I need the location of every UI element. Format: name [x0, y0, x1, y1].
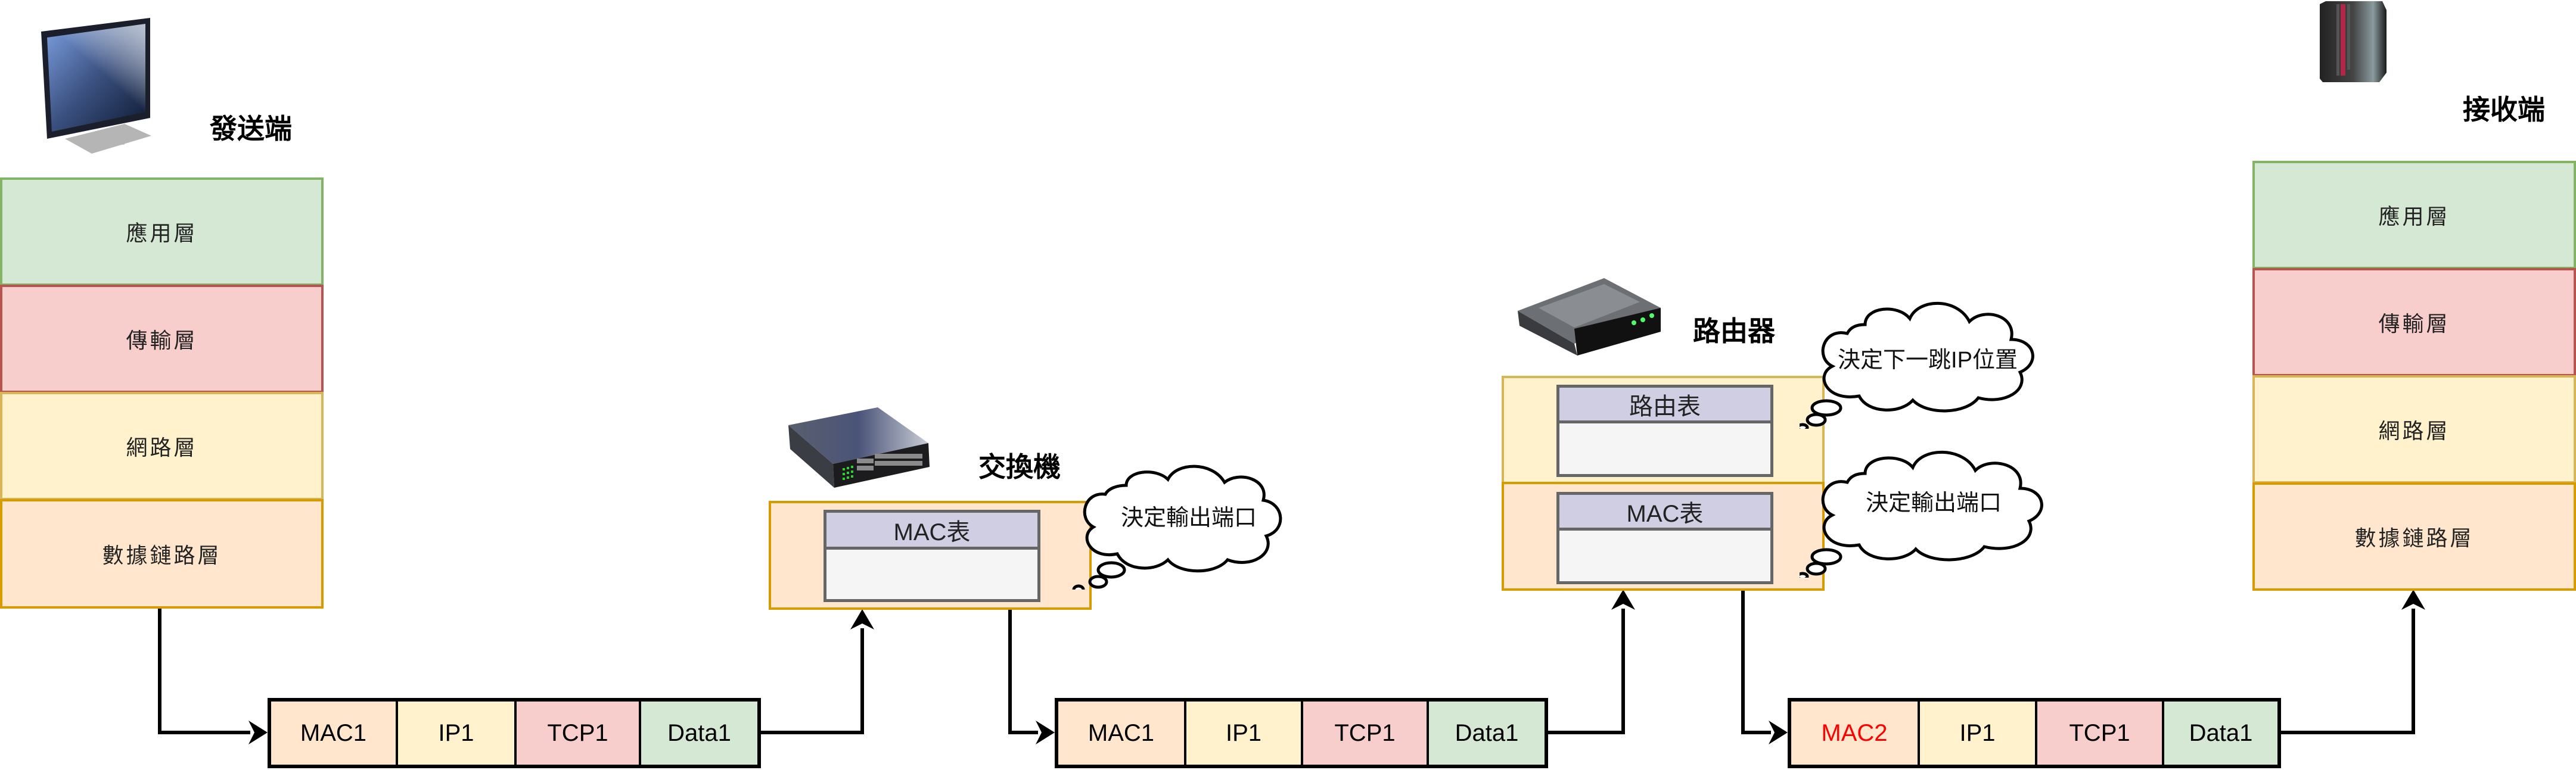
sender-layer-network: 網路層: [0, 392, 324, 500]
sender-layer-stack: 應用層 傳輸層 網路層 數據鏈路層: [0, 177, 324, 609]
switch-title: 交換機: [978, 451, 1061, 483]
packet-1-data: Data1: [639, 702, 757, 765]
sender-layer-transport: 傳輸層: [0, 285, 324, 393]
arrowhead-icon: [850, 609, 874, 629]
packet-2-tcp: TCP1: [1301, 702, 1427, 765]
switch-thought-text: 決定輸出端口: [1120, 505, 1257, 531]
arrow-packet3-to-receiver: [2280, 609, 2415, 734]
packet-2-data: Data1: [1427, 702, 1545, 765]
receiver-layer-application: 應用層: [2252, 161, 2576, 269]
switch-mac-table[interactable]: MAC表: [824, 510, 1040, 602]
switch-thought-cloud: [1072, 465, 1282, 590]
receiver-server-icon: [2320, 1, 2387, 82]
sender-monitor-icon: [41, 17, 169, 160]
sender-layer-datalink: 數據鏈路層: [0, 499, 324, 609]
receiver-layer-transport: 傳輸層: [2252, 268, 2576, 376]
switch-mac-table-header: MAC表: [826, 513, 1037, 550]
arrow-switch-to-packet2: [1008, 609, 1038, 734]
receiver-title: 接收端: [2463, 93, 2545, 126]
packet-3: MAC2 IP1 TCP1 Data1: [1788, 698, 2281, 768]
packet-3-tcp: TCP1: [2035, 702, 2162, 765]
router-mac-thought-text: 決定輸出端口: [1865, 490, 2002, 516]
packet-3-mac: MAC2: [1791, 702, 1918, 765]
arrow-router-to-packet3: [1741, 590, 1771, 734]
packet-2: MAC1 IP1 TCP1 Data1: [1055, 698, 1548, 768]
switch-device-icon: [785, 407, 931, 488]
router-device-icon: [1515, 275, 1664, 356]
packet-3-data: Data1: [2162, 702, 2277, 765]
router-route-table[interactable]: 路由表: [1556, 385, 1773, 477]
router-mac-table-header: MAC表: [1559, 495, 1770, 531]
router-network-box: 路由表: [1502, 376, 1825, 484]
packet-2-mac: MAC1: [1058, 702, 1184, 765]
receiver-layer-network: 網路層: [2252, 375, 2576, 484]
arrowhead-icon: [248, 721, 268, 744]
packet-1-tcp: TCP1: [514, 702, 639, 765]
packet-2-ip: IP1: [1184, 702, 1301, 765]
receiver-layer-datalink: 數據鏈路層: [2252, 482, 2576, 591]
packet-1: MAC1 IP1 TCP1 Data1: [268, 698, 761, 768]
arrow-sender-to-packet1: [158, 607, 250, 734]
arrowhead-icon: [1611, 590, 1635, 610]
sender-layer-application: 應用層: [0, 177, 324, 286]
packet-1-ip: IP1: [396, 702, 514, 765]
arrowhead-icon: [2401, 590, 2425, 610]
router-route-thought-text: 決定下一跳IP位置: [1838, 347, 2018, 373]
router-route-thought-cloud: [1800, 301, 2034, 429]
sender-title: 發送端: [210, 113, 292, 145]
arrow-packet2-to-router: [1548, 609, 1625, 734]
router-mac-table[interactable]: MAC表: [1556, 492, 1773, 584]
packet-3-ip: IP1: [1918, 702, 2035, 765]
router-title: 路由器: [1693, 315, 1775, 347]
router-route-table-header: 路由表: [1559, 388, 1770, 423]
packet-1-mac: MAC1: [271, 702, 396, 765]
arrow-packet1-to-switch: [761, 628, 864, 734]
arrowhead-icon: [1769, 721, 1788, 744]
switch-box: MAC表: [769, 501, 1092, 610]
arrowhead-icon: [1036, 721, 1055, 744]
receiver-layer-stack: 應用層 傳輸層 網路層 數據鏈路層: [2252, 161, 2576, 591]
router-mac-thought-cloud: [1800, 450, 2043, 578]
router-datalink-box: MAC表: [1502, 482, 1825, 591]
